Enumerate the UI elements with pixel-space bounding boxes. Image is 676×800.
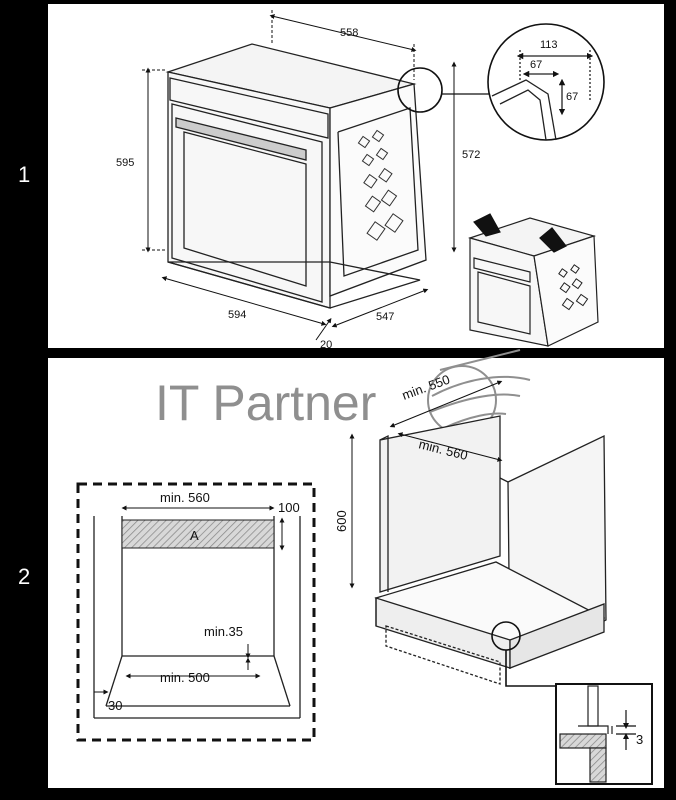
cabinet-plan-view: min. 560 100 A min.35 min. 500 30 bbox=[76, 482, 316, 742]
gap-detail-box: 3 bbox=[555, 683, 653, 785]
cabinet-3d-view bbox=[349, 380, 607, 687]
corner-detail: 113 67 67 bbox=[487, 23, 605, 141]
plan-clearance-min-35: min.35 bbox=[204, 624, 243, 639]
plan-inner-width-min-500: min. 500 bbox=[160, 670, 210, 685]
panel-2-cabinet-installation: IT Partner bbox=[76, 349, 653, 785]
dim-body-depth-547: 547 bbox=[376, 311, 394, 323]
cabinet-height-600: 600 bbox=[334, 510, 349, 532]
detail-dim-67-vertical: 67 bbox=[566, 91, 578, 103]
oven-dimension-lines bbox=[142, 10, 457, 341]
dim-body-height-572: 572 bbox=[462, 149, 480, 161]
oven-drawing bbox=[165, 43, 490, 309]
dim-front-20: 20 bbox=[320, 339, 332, 351]
detail-gap-3: 3 bbox=[636, 732, 643, 747]
cabinet-depth-min-550: min. 550 bbox=[400, 372, 452, 403]
zone-a-hatched bbox=[121, 519, 275, 549]
plan-gap-100: 100 bbox=[278, 500, 300, 515]
dim-height-595: 595 bbox=[116, 157, 134, 169]
oven-lift-illustration bbox=[467, 213, 599, 347]
side-vents bbox=[357, 129, 404, 241]
detail-dim-67-horizontal: 67 bbox=[530, 59, 542, 71]
detail-dim-113: 113 bbox=[540, 39, 558, 51]
step-1-label: 1 bbox=[18, 162, 30, 187]
watermark-text: IT Partner bbox=[155, 375, 376, 431]
panel-1-oven-dimensions: 558 595 594 547 20 572 113 67 67 bbox=[116, 10, 605, 351]
plan-width-min-560: min. 560 bbox=[160, 490, 210, 505]
plan-zone-a: A bbox=[190, 528, 199, 543]
step-2-label: 2 bbox=[18, 564, 30, 589]
plan-side-30: 30 bbox=[108, 698, 122, 713]
dim-width-594: 594 bbox=[228, 309, 246, 321]
dim-depth-558: 558 bbox=[340, 27, 358, 39]
